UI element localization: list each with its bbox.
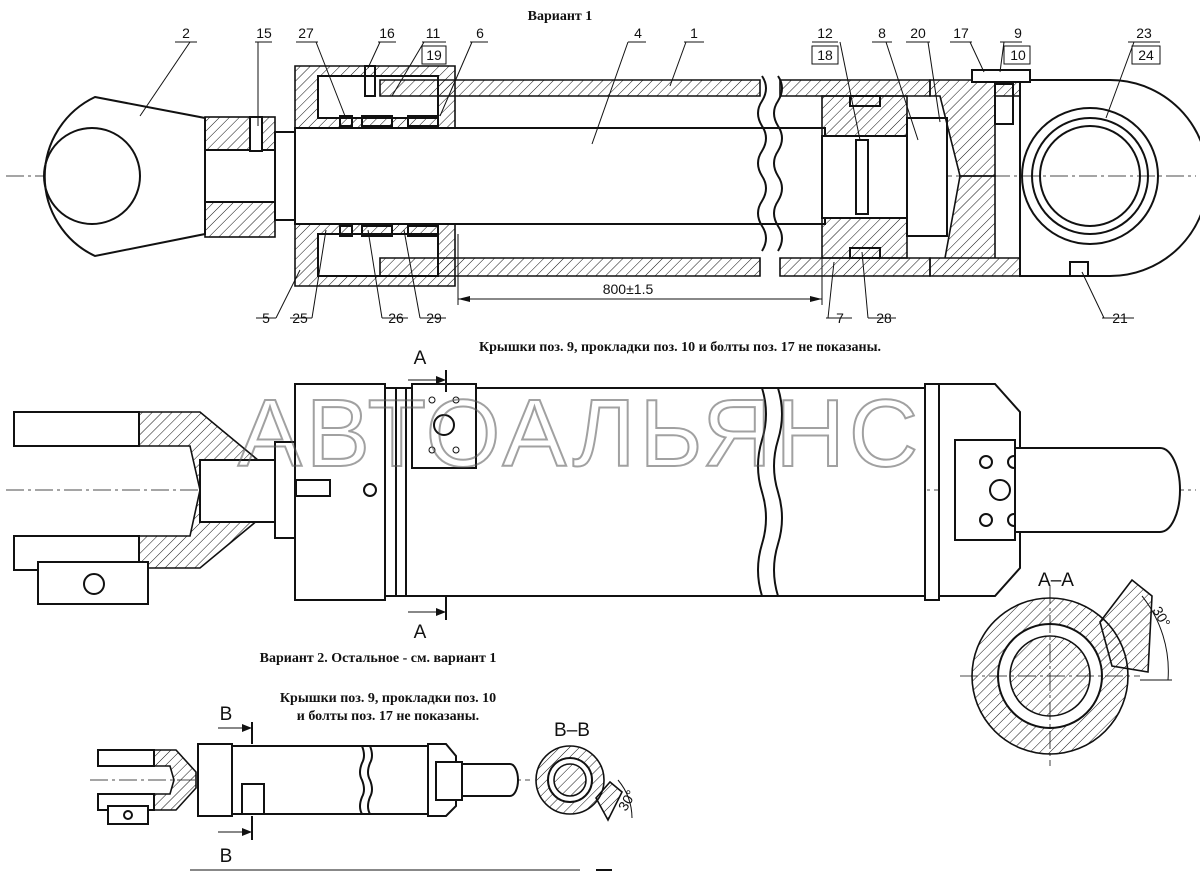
piston bbox=[821, 95, 948, 259]
rod-eye-hub bbox=[204, 116, 296, 238]
callout-10: 10 bbox=[1010, 47, 1026, 63]
variant2-small-view: Крышки поз. 9, прокладки поз. 10 и болты… bbox=[90, 691, 639, 871]
callout-4: 4 bbox=[634, 25, 642, 41]
clevis-fork bbox=[13, 411, 276, 605]
section-b-top-label: B bbox=[220, 704, 233, 725]
callout-leaders bbox=[139, 41, 1160, 319]
section-b-bottom-label: B bbox=[220, 846, 233, 867]
callout-23: 23 bbox=[1136, 25, 1152, 41]
callout-21: 21 bbox=[1112, 310, 1128, 326]
variant1-section-view: Вариант 1 bbox=[6, 9, 1200, 355]
callout-8: 8 bbox=[878, 25, 886, 41]
callout-20: 20 bbox=[910, 25, 926, 41]
callout-6: 6 bbox=[476, 25, 484, 41]
callouts-top: 2 15 27 16 11 19 6 4 1 12 18 8 20 17 9 1… bbox=[182, 25, 1161, 65]
cylinder-barrel bbox=[379, 75, 931, 277]
callout-18: 18 bbox=[817, 47, 833, 63]
callout-15: 15 bbox=[256, 25, 272, 41]
stroke-dimension-label: 800±1.5 bbox=[603, 281, 654, 297]
callout-17: 17 bbox=[953, 25, 969, 41]
cylinder-body-exterior bbox=[274, 383, 1181, 601]
callout-1: 1 bbox=[690, 25, 698, 41]
callout-16: 16 bbox=[379, 25, 395, 41]
callout-11: 11 bbox=[426, 25, 441, 41]
callout-29: 29 bbox=[426, 310, 442, 326]
piston-rod bbox=[294, 127, 826, 225]
callout-12: 12 bbox=[817, 25, 833, 41]
rear-cap bbox=[929, 69, 1200, 277]
variant2-note-line1: Крышки поз. 9, прокладки поз. 10 bbox=[280, 691, 496, 706]
stroke-dimension: 800±1.5 bbox=[457, 234, 823, 305]
callout-7: 7 bbox=[836, 310, 844, 326]
section-b-b-title: B–B bbox=[554, 720, 590, 741]
variant2-title: Вариант 2. Остальное - см. вариант 1 bbox=[260, 651, 497, 666]
callouts-bottom: 5 25 26 29 7 28 21 bbox=[262, 310, 1128, 326]
callout-5: 5 bbox=[262, 310, 270, 326]
callout-28: 28 bbox=[876, 310, 892, 326]
watermark-text: АВТОАЛЬЯНС bbox=[238, 380, 922, 487]
callout-26: 26 bbox=[388, 310, 404, 326]
callout-27: 27 bbox=[298, 25, 314, 41]
callout-9: 9 bbox=[1014, 25, 1022, 41]
callout-2: 2 bbox=[182, 25, 190, 41]
callout-19: 19 bbox=[426, 47, 442, 63]
section-a-top-label: A bbox=[414, 348, 427, 369]
rod-eye bbox=[43, 95, 206, 258]
section-a-bottom-label: A bbox=[414, 622, 427, 643]
section-a-a-view: A–A 30° bbox=[960, 570, 1174, 766]
section-a-a-title: A–A bbox=[1038, 570, 1074, 591]
variant1-title: Вариант 1 bbox=[528, 9, 593, 24]
variant2-note-line2: и болты поз. 17 не показаны. bbox=[297, 709, 479, 724]
section-a-marker: A A bbox=[408, 348, 447, 643]
variant1-note: Крышки поз. 9, прокладки поз. 10 и болты… bbox=[479, 340, 881, 355]
callout-24: 24 bbox=[1138, 47, 1154, 63]
variant2-exterior-view: A A Вариант 2. Остальное - см. вариант 1… bbox=[6, 348, 1196, 666]
section-a-a-angle: 30° bbox=[1149, 604, 1173, 630]
callout-25: 25 bbox=[292, 310, 308, 326]
